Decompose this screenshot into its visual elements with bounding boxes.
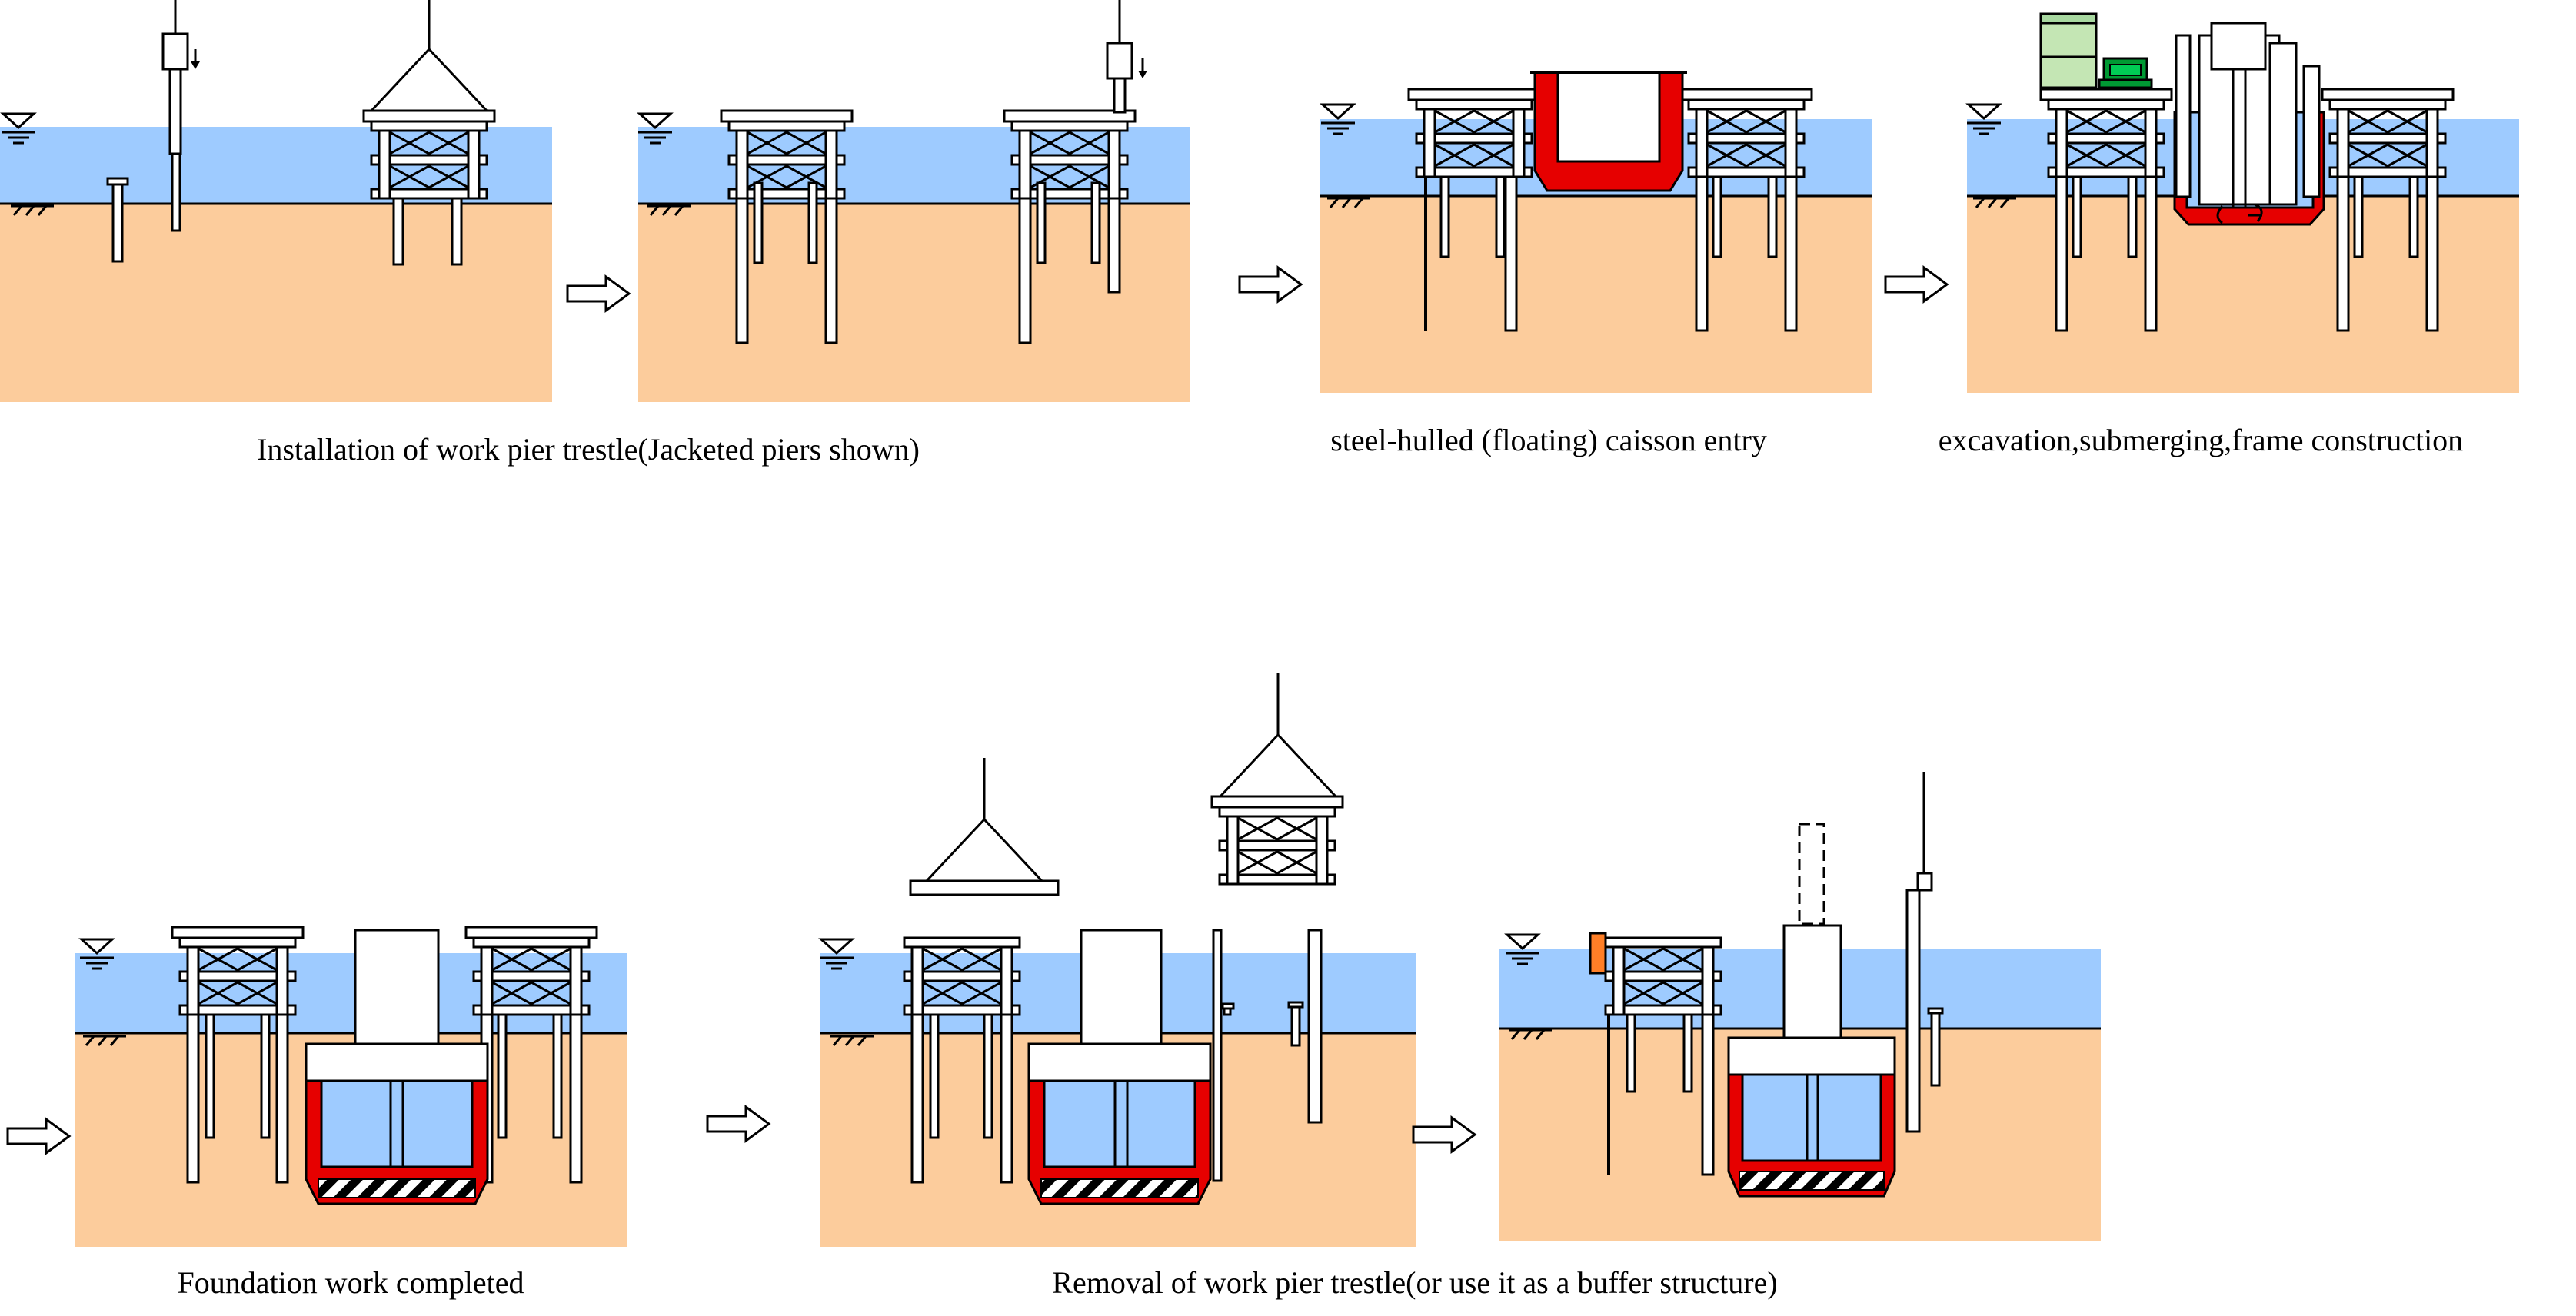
panel-1-pile-driving	[0, 0, 552, 402]
crane-hook-icon	[1219, 672, 1337, 798]
caption-step-1: Installation of work pier trestle(Jacket…	[257, 432, 920, 467]
storage-tank	[2039, 12, 2098, 89]
soil	[0, 204, 552, 402]
sinking-caisson	[2173, 22, 2325, 226]
arrow-right-icon	[1412, 1116, 1476, 1153]
completed-caisson	[1027, 929, 1212, 1205]
pile-driver-icon	[1106, 0, 1147, 114]
arrow-right-icon	[6, 1118, 71, 1155]
completed-caisson	[1727, 924, 1896, 1198]
jacket-frame	[1604, 936, 1722, 1016]
panel-2-jacket-installed	[637, 0, 1190, 402]
pile-driver-icon	[161, 0, 200, 155]
caption-step-5: Removal of work pier trestle(or use it a…	[1052, 1265, 1777, 1300]
panel-4-excavation	[1965, 12, 2519, 393]
arrow-right-icon	[566, 275, 631, 312]
panel-3-caisson-entry	[1320, 71, 1872, 393]
buffer-block	[1589, 932, 1607, 975]
panel-5-foundation-complete	[75, 926, 627, 1247]
pile	[111, 180, 124, 263]
arrow-right-icon	[1884, 266, 1949, 303]
floating-caisson	[1530, 71, 1687, 192]
caption-step-4: Foundation work completed	[177, 1265, 524, 1300]
panel-7-buffer-structure	[1499, 772, 2101, 1241]
crane-hook-icon	[925, 756, 1043, 882]
jacket-frame	[903, 936, 1021, 1016]
excavator	[2098, 57, 2153, 89]
panel-6-trestle-removal	[818, 672, 1416, 1247]
completed-caisson	[305, 929, 489, 1205]
arrow-right-icon	[706, 1105, 770, 1142]
future-column	[1798, 822, 1825, 926]
arrow-right-icon	[1238, 266, 1303, 303]
caption-step-2: steel-hulled (floating) caisson entry	[1330, 423, 1767, 457]
caption-step-3: excavation,submerging,frame construction	[1939, 423, 2463, 457]
crane-hook-icon	[370, 0, 488, 112]
